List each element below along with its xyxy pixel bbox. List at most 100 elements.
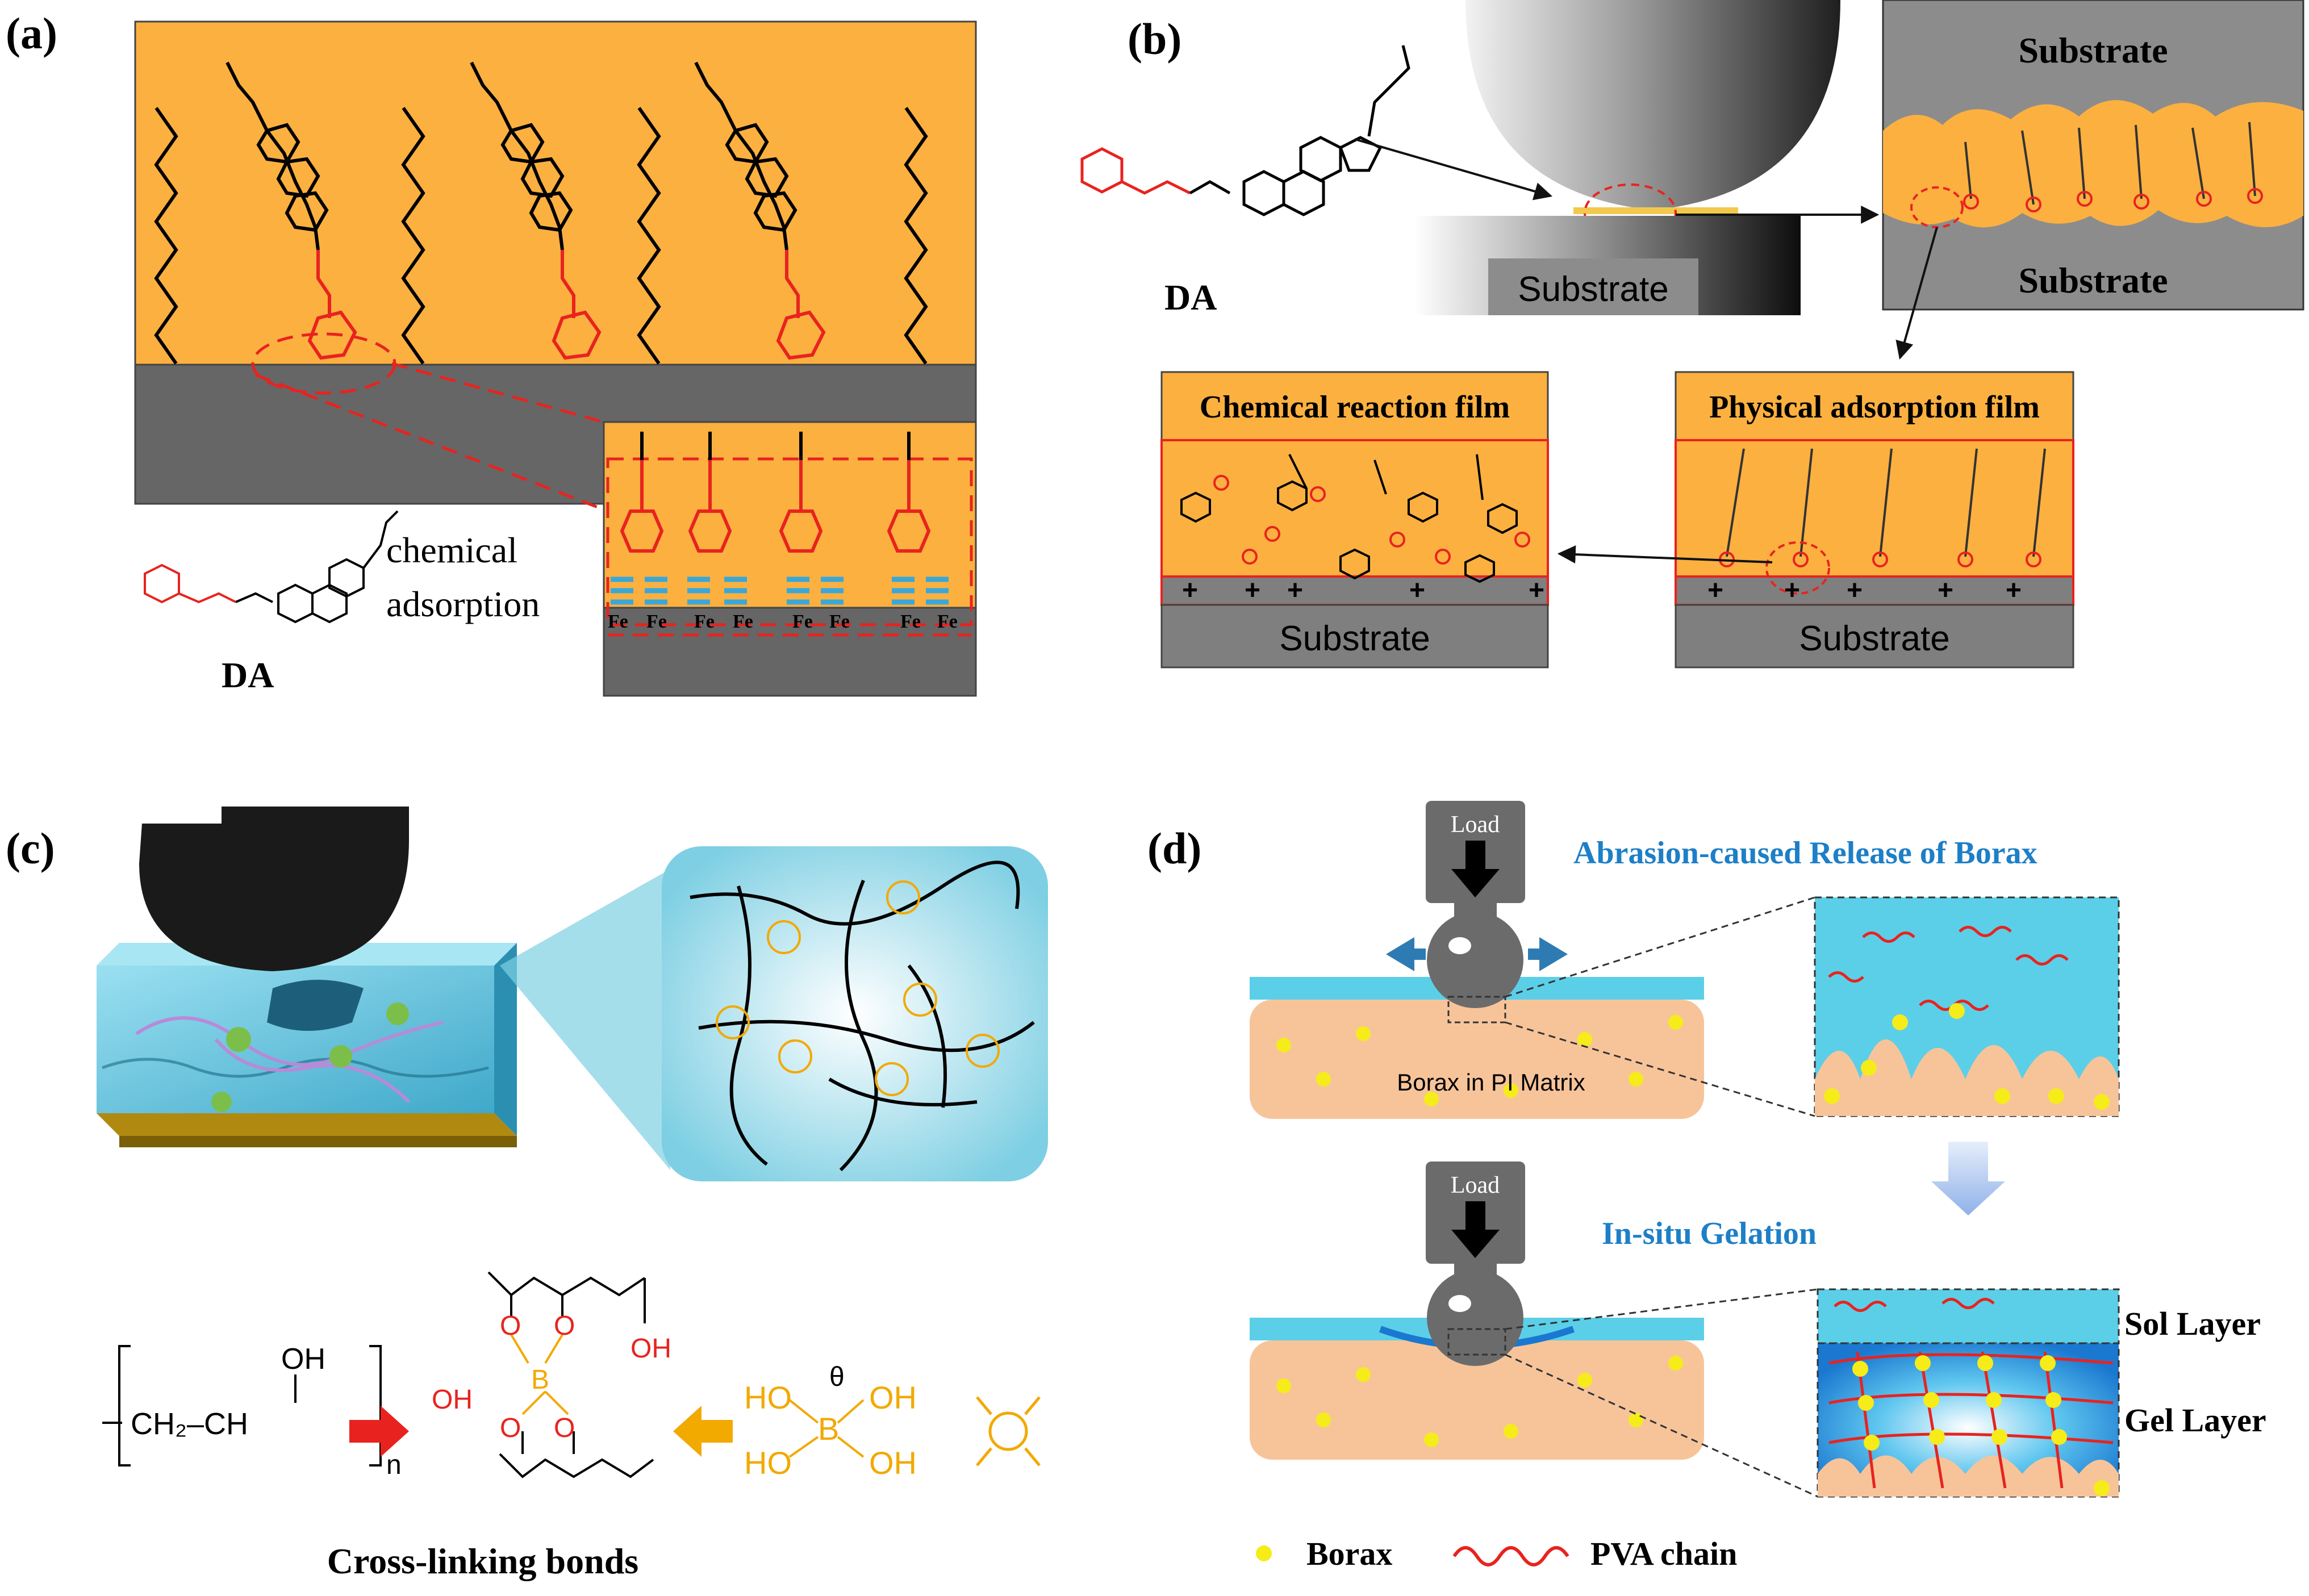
gelation-title: In-situ Gelation [1602,1216,1817,1251]
panel-a: (a) [6,9,977,697]
contact-zoom: Substrate Substrate [1882,0,2304,311]
fe-atom-8: Fe [937,611,958,632]
plus-phys-3: + [1847,575,1863,605]
load-bottom-label: Load [1451,1172,1500,1198]
da-molecule-1 [226,61,357,360]
crosslink-o-1: O [500,1311,521,1341]
fe-atom-4: Fe [733,611,753,632]
pva-backbone: CH₂–CH [131,1407,248,1441]
borate-symbol [976,1396,1041,1467]
zoom-wedge [500,869,670,1170]
gelation-schematic: Load [1250,1162,1818,1498]
gelation-arrow [1931,1142,2005,1215]
plus-chem-2: + [1245,575,1260,605]
plus-phys-2: + [1784,575,1800,605]
crosslink-oh-right: OH [631,1334,671,1364]
load-top-label: Load [1451,812,1500,838]
legend-pva-swatch [1452,1546,1569,1566]
arrow-physical-chemical [1557,545,1773,564]
da-structure-a [144,510,399,624]
borate-nodes [716,880,1000,1096]
gel-layer-label: Gel Layer [2124,1402,2266,1439]
chemical-film-title: Chemical reaction film [1200,390,1510,425]
zoom-line-2 [391,362,608,425]
arrow-zoom-physical [1895,227,1938,360]
panel-d-label: (d) [1147,824,1201,873]
plus-chem-5: + [1529,575,1544,605]
da-molecule-3 [694,61,826,360]
polymer-chains [135,1016,444,1104]
fe-atom-5: Fe [792,611,813,632]
network-chains [690,860,1035,1172]
fe-atom-6: Fe [829,611,850,632]
da-label-b: DA [1164,277,1217,317]
substrate-top-label: Substrate [2018,30,2168,70]
panel-a-inset: Fe Fe Fe Fe Fe Fe Fe Fe [603,421,977,697]
borate-ion: HO OH B θ HO OH [744,1362,917,1481]
borate-oh-bottom: OH [869,1445,917,1481]
zoom-line-1 [255,373,608,513]
plus-chem-4: + [1409,575,1425,605]
matrix-label: Borax in PI Matrix [1397,1069,1585,1096]
release-title: Abrasion-caused Release of Borax [1573,835,2037,871]
substrate-ball-label: Substrate [1518,270,1668,309]
panel-c-label: (c) [6,824,55,873]
fe-atom-2: Fe [646,611,667,632]
borate-oh-top: OH [869,1380,917,1415]
release-zoom [1814,896,2120,1117]
crosslink-oh-left: OH [432,1385,473,1415]
legend-pva-label: PVA chain [1590,1535,1737,1572]
coordination-bonds [611,576,949,605]
da-structure-b [1080,45,1410,216]
panel-d: (d) Borax in PI Matrix Load Abrasion-cau… [1147,801,2266,1572]
crosslink-o-2: O [554,1311,575,1341]
pva-n: n [386,1450,402,1480]
plus-chem-1: + [1182,575,1198,605]
physical-film-panel: Physical adsorption film Substrate + + +… [1675,371,2074,669]
substrate-phys-label: Substrate [1799,619,1949,658]
ball-tip [1465,0,1840,210]
crosslink-b: B [531,1365,549,1395]
borate-charge: θ [829,1362,845,1392]
orange-arrow [673,1406,733,1457]
plus-chem-3: + [1287,575,1303,605]
alkyl-chains [154,107,928,365]
annotation-chemical: chemical [386,530,517,570]
plus-phys-1: + [1707,575,1723,605]
crosslink-o-4: O [554,1413,575,1443]
lubricant-film [1573,207,1738,214]
gelation-zoom [1817,1288,2120,1498]
fe-atom-3: Fe [694,611,715,632]
plus-phys-5: + [2006,575,2022,605]
chemical-film-panel: Chemical reaction film Substrate + + + +… [1160,371,1549,669]
panel-c: (c) [6,807,1048,1581]
panel-b-label: (b) [1128,14,1181,64]
hydrogel-cube-front [97,966,494,1113]
borate-ho-top: HO [744,1380,792,1415]
plus-phys-4: + [1938,575,1953,605]
gold-substrate [97,1113,517,1136]
da-label-a: DA [222,655,274,695]
physical-film-title: Physical adsorption film [1709,390,2040,425]
annotation-adsorption: adsorption [386,584,540,624]
red-arrow [349,1406,409,1457]
substrate-chem-label: Substrate [1279,619,1430,658]
borate-ho-bottom: HO [744,1445,792,1481]
substrate-bottom-label: Substrate [2018,260,2168,300]
legend-borax-label: Borax [1306,1535,1392,1572]
release-schematic: Borax in PI Matrix Load [1250,801,1815,1119]
black-ball [139,807,409,971]
arrow-da-contact [1354,138,1553,200]
legend-borax-swatch [1256,1545,1272,1561]
panel-b: (b) DA Substrate Substrate Sub [1080,0,2304,669]
pva-oh: OH [281,1343,325,1376]
pva-repeat-unit: OH CH₂–CH n [102,1343,402,1480]
crosslink-caption: Cross-linking bonds [327,1541,638,1581]
legend: Borax PVA chain [1256,1535,1737,1572]
panel-a-label: (a) [6,9,57,58]
sol-layer-label: Sol Layer [2124,1305,2261,1342]
fe-atom-7: Fe [900,611,921,632]
crosslink-structure: O O O O B OH OH [432,1271,671,1478]
substrate-block-label-bg [1488,258,1698,315]
